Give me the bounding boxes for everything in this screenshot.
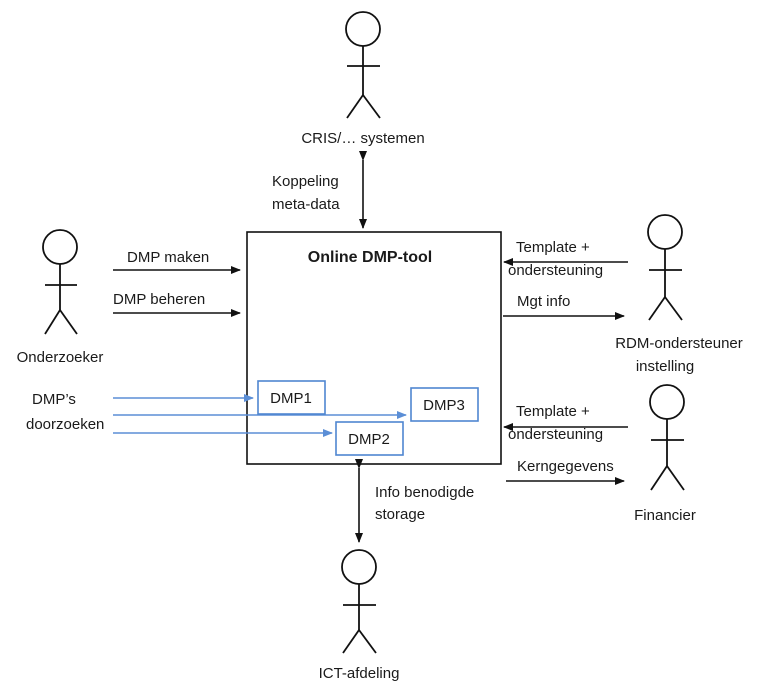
- koppeling-label-line2: meta-data: [272, 196, 340, 213]
- zoeken-label-line1: DMP’s: [32, 391, 76, 408]
- mgt-info-label: Mgt info: [517, 293, 570, 310]
- kerngegevens-label: Kerngegevens: [517, 458, 614, 475]
- storage-label-line1: Info benodigde: [375, 484, 474, 501]
- template-fin-label-line2: ondersteuning: [508, 426, 603, 443]
- dmp-beheren-label: DMP beheren: [113, 291, 205, 308]
- dmp-tool-title: Online DMP-tool: [308, 249, 432, 266]
- rdm-label-line1: RDM-ondersteuner: [615, 335, 743, 352]
- dmp1-box: [257, 380, 326, 415]
- koppeling-label-line1: Koppeling: [272, 173, 339, 190]
- dmp2-label: DMP2: [348, 431, 390, 448]
- onderzoeker-actor-icon: [42, 229, 78, 335]
- template-fin-label-line1: Template +: [516, 403, 590, 420]
- dmp-maken-label: DMP maken: [127, 249, 209, 266]
- dmp1-label: DMP1: [270, 390, 312, 407]
- onderzoeker-label: Onderzoeker: [17, 349, 104, 366]
- template-rdm-label-line2: ondersteuning: [508, 262, 603, 279]
- template-rdm-label-line1: Template +: [516, 239, 590, 256]
- financier-actor-icon: [649, 384, 685, 491]
- zoeken-label-line2: doorzoeken: [26, 416, 104, 433]
- ict-actor-icon: [341, 549, 377, 654]
- dmp-tool-box: [246, 231, 502, 465]
- financier-label: Financier: [634, 507, 696, 524]
- ict-label: ICT-afdeling: [319, 665, 400, 682]
- dmp3-label: DMP3: [423, 397, 465, 414]
- cris-actor-icon: [345, 11, 381, 119]
- dmp3-box: [410, 387, 479, 422]
- rdm-actor-icon: [647, 214, 683, 321]
- storage-label-line2: storage: [375, 506, 425, 523]
- cris-label: CRIS/… systemen: [301, 130, 424, 147]
- dmp2-box: [335, 421, 404, 456]
- rdm-label-line2: instelling: [636, 358, 694, 375]
